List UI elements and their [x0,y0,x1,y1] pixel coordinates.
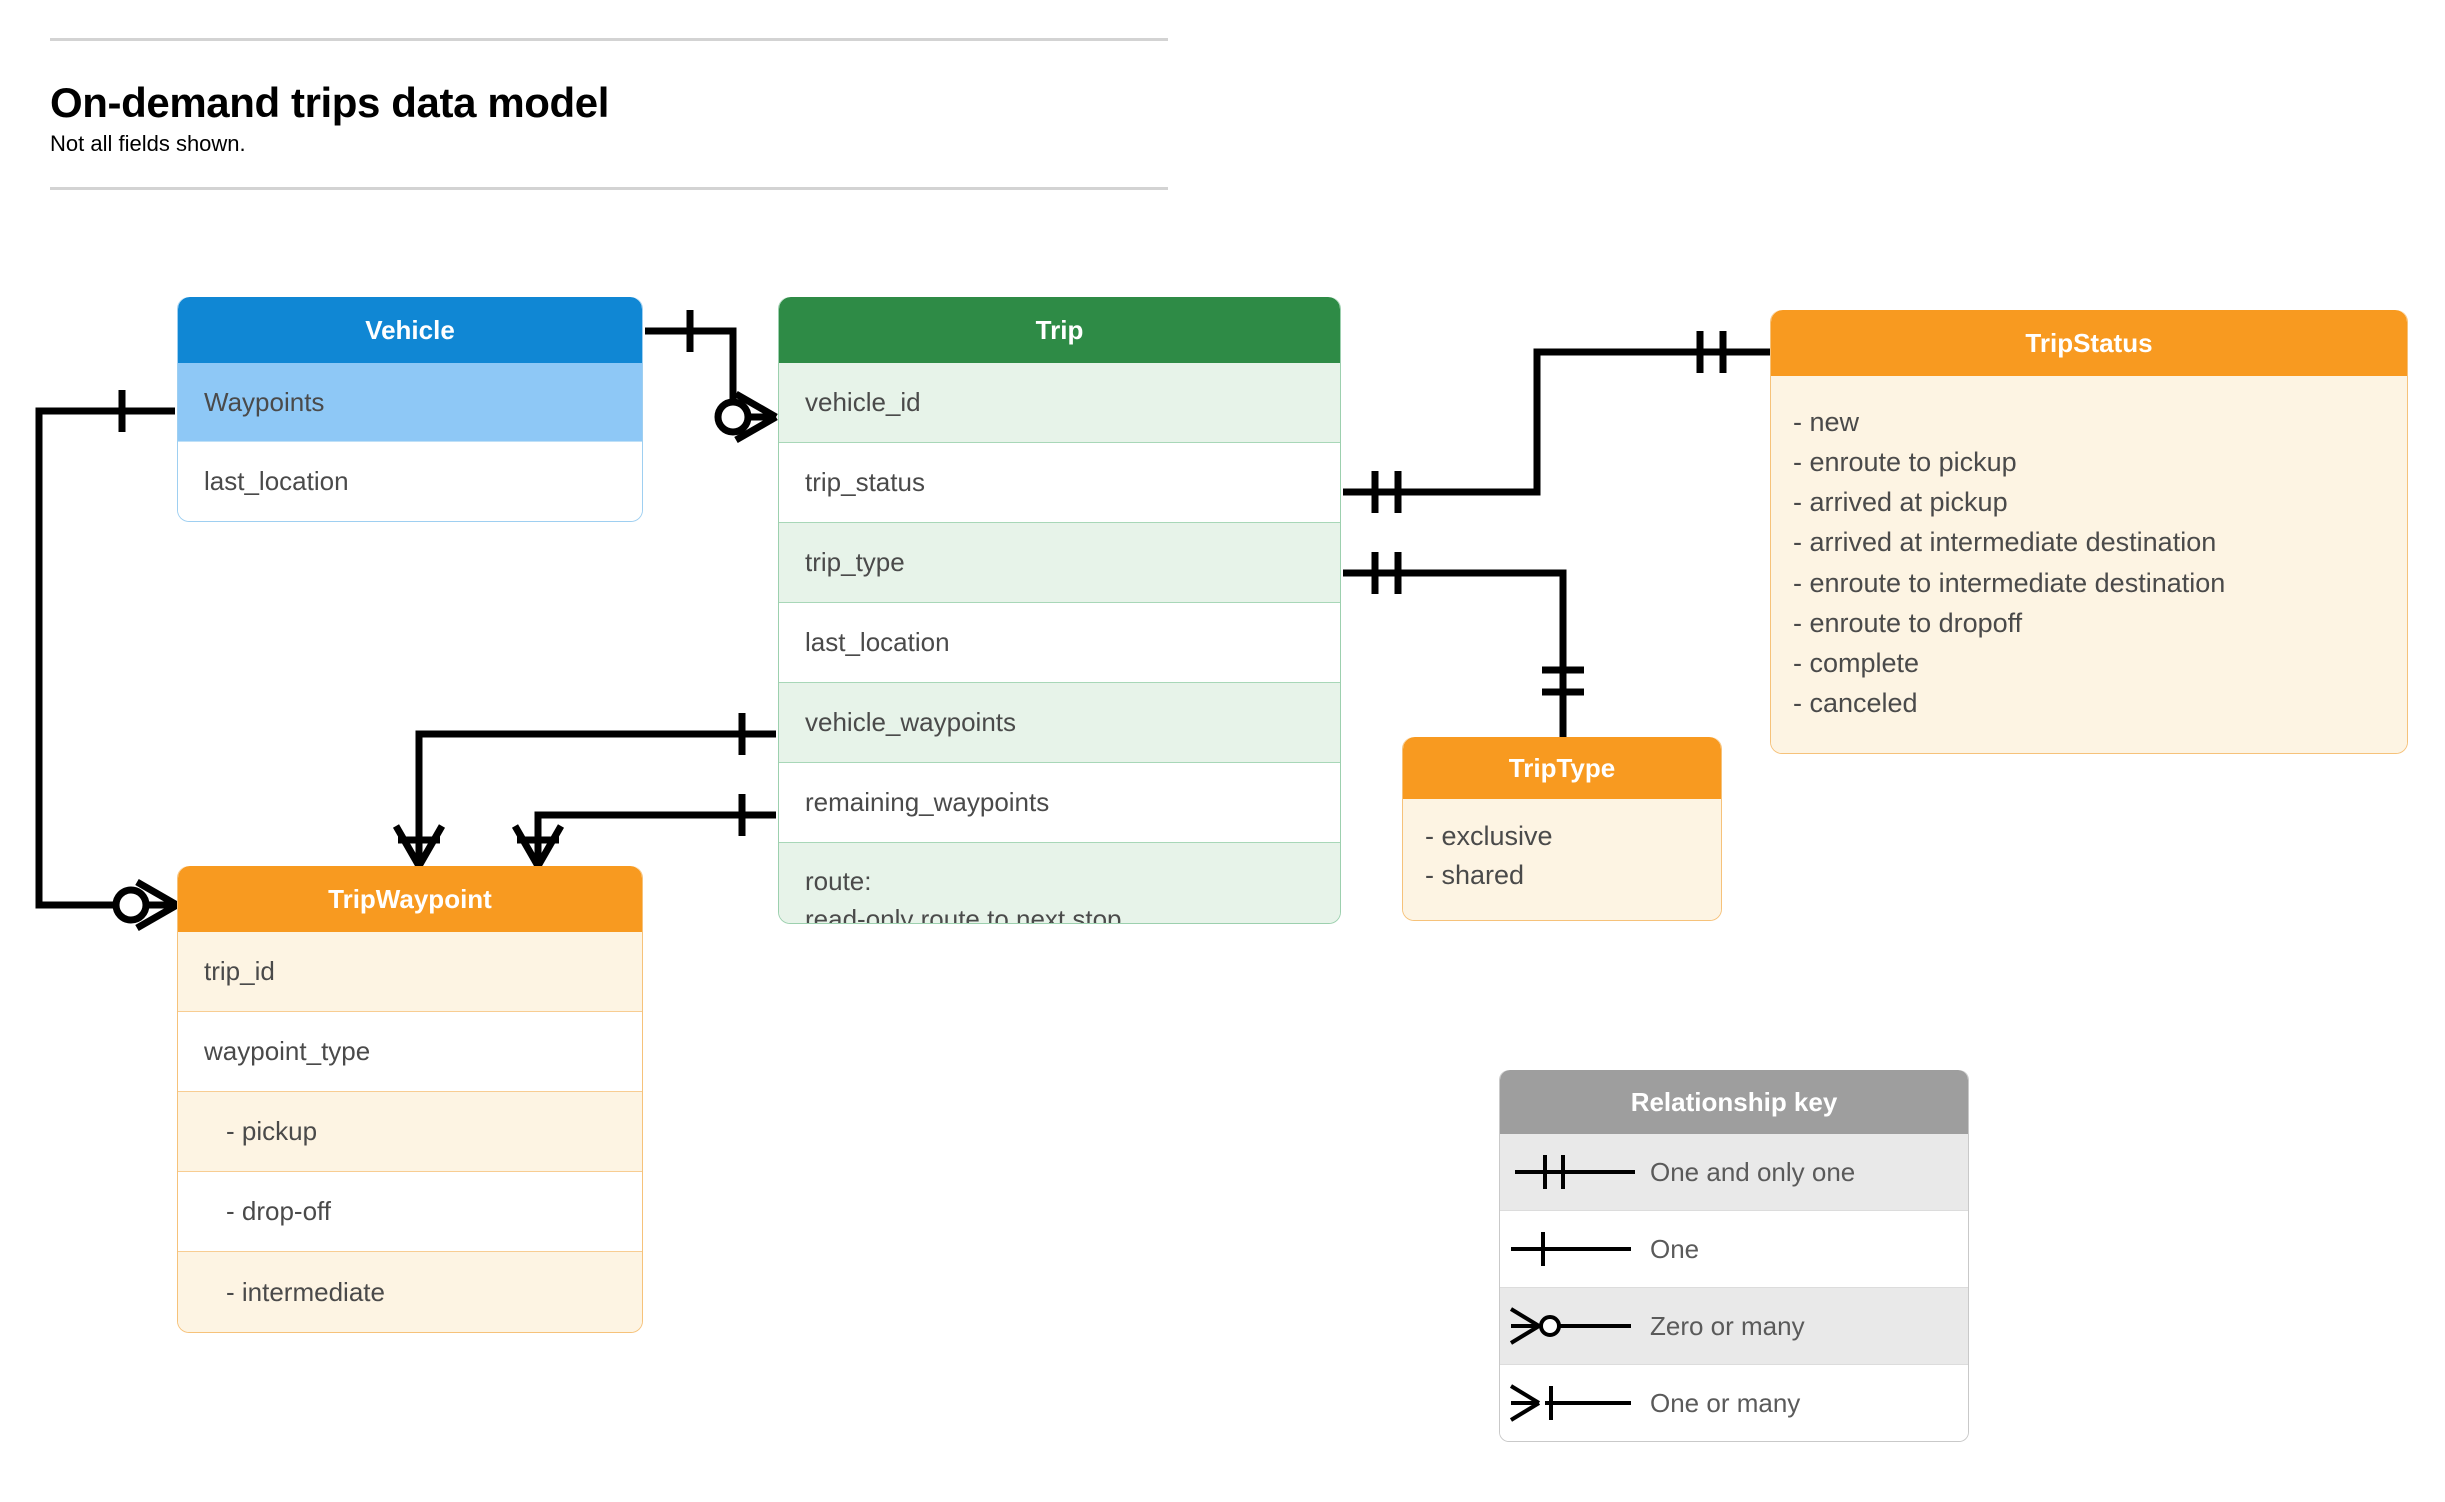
legend-row-one-or-many: One or many [1500,1365,1968,1441]
legend-row-zero-or-many: Zero or many [1500,1288,1968,1365]
field-tripwaypoint-waypoint-type[interactable]: waypoint_type [178,1012,642,1092]
page-subtitle: Not all fields shown. [50,131,246,156]
list-item: - enroute to dropoff [1793,607,2023,638]
enum-value-dropoff: - drop-off [178,1172,642,1252]
enum-value-pickup: - pickup [178,1092,642,1172]
list-item: - enroute to pickup [1793,447,2017,478]
list-item: - arrived at pickup [1793,487,2008,518]
entity-triptype[interactable]: TripType - exclusive - shared [1402,737,1722,921]
field-trip-trip-type[interactable]: trip_type [779,523,1340,603]
entity-tripstatus-title: TripStatus [1771,310,2407,376]
crowfoot-vehicle-id [734,390,778,444]
relationship-key-panel: Relationship key One and only one One [1499,1070,1969,1442]
one-and-only-one-icon [1500,1147,1650,1197]
header-rule-top [50,38,1168,41]
zero-or-many-icon [1500,1301,1650,1351]
list-item: - canceled [1793,687,1918,718]
list-item: - shared [1425,860,1525,891]
field-trip-route[interactable]: route: read-only route to next stop [779,843,1340,923]
field-trip-vehicle-id[interactable]: vehicle_id [779,363,1340,443]
legend-label: One or many [1650,1387,1801,1418]
legend-row-one-and-only-one: One and only one [1500,1134,1968,1211]
list-item: - enroute to intermediate destination [1793,567,2226,598]
entity-trip[interactable]: Trip vehicle_id trip_status trip_type la… [778,297,1341,924]
zero-marker-tripwaypoint [112,886,150,924]
entity-tripstatus-values: - new - enroute to pickup - arrived at p… [1771,376,2407,753]
entity-tripwaypoint[interactable]: TripWaypoint trip_id waypoint_type - pic… [177,866,643,1333]
legend-label: One and only one [1650,1156,1856,1187]
list-item: - exclusive [1425,821,1553,851]
field-trip-remaining-waypoints[interactable]: remaining_waypoints [779,763,1340,843]
crowfoot-remaining-waypoints [511,824,565,868]
crowfoot-tripwaypoint-left [135,878,179,932]
entity-tripwaypoint-title: TripWaypoint [178,866,642,932]
field-trip-route-label: route: [805,866,872,896]
field-tripwaypoint-trip-id[interactable]: trip_id [178,932,642,1012]
document-header: On-demand trips data model Not all field… [50,38,1168,190]
field-vehicle-waypoints[interactable]: Waypoints [178,363,642,442]
list-item: - arrived at intermediate destination [1793,527,2217,558]
entity-triptype-title: TripType [1403,737,1721,799]
field-trip-vehicle-waypoints[interactable]: vehicle_waypoints [779,683,1340,763]
header-rule-bottom [50,187,1168,190]
field-trip-trip-status[interactable]: trip_status [779,443,1340,523]
field-trip-last-location[interactable]: last_location [779,603,1340,683]
relationship-key-title: Relationship key [1500,1070,1968,1134]
field-trip-route-desc: read-only route to next stop [805,903,1122,924]
legend-label: Zero or many [1650,1310,1805,1341]
field-vehicle-last-location[interactable]: last_location [178,442,642,521]
zero-marker-vehicle-id [714,398,752,436]
entity-vehicle[interactable]: Vehicle Waypoints last_location [177,297,643,522]
entity-trip-title: Trip [779,297,1340,363]
entity-tripstatus[interactable]: TripStatus - new - enroute to pickup - a… [1770,310,2408,754]
list-item: - new [1793,407,1860,437]
one-icon [1500,1224,1650,1274]
entity-triptype-values: - exclusive - shared [1403,799,1721,920]
crowfoot-vehicle-waypoints [392,824,446,868]
one-or-many-icon [1500,1378,1650,1428]
page-title: On-demand trips data model [50,79,609,126]
entity-vehicle-title: Vehicle [178,297,642,363]
enum-value-intermediate: - intermediate [178,1252,642,1332]
legend-label: One [1650,1233,1700,1264]
list-item: - complete [1793,647,1920,678]
legend-row-one: One [1500,1211,1968,1288]
